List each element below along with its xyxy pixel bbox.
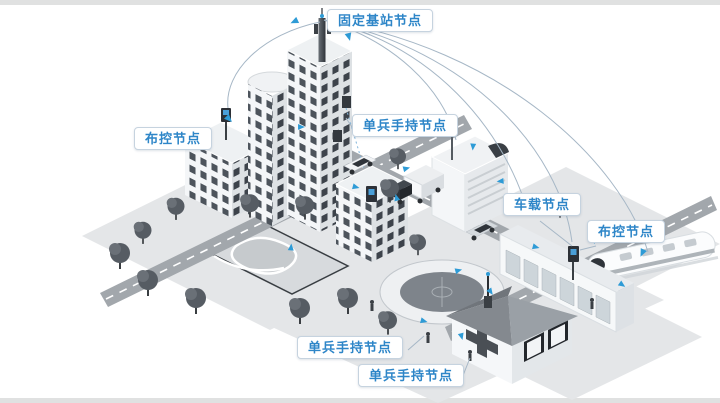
car [343, 154, 377, 175]
label-handheld-node-bottom-left: 单兵手持节点 [297, 336, 404, 359]
label-surveillance-node-right: 布控节点 [587, 220, 666, 243]
skyscraper [285, 8, 372, 232]
hospital [446, 272, 578, 384]
bottom-edge-band [0, 398, 720, 403]
label-vehicle-node: 车载节点 [503, 193, 582, 216]
label-surveillance-node-left: 布控节点 [134, 127, 213, 150]
truck [392, 165, 444, 205]
car [465, 220, 499, 241]
label-fixed-base-station-node: 固定基站节点 [327, 9, 434, 32]
hospital-cross-icon [466, 327, 498, 358]
rooftop-node-device [366, 186, 377, 202]
station-platform-hall [499, 225, 634, 333]
top-edge-band [0, 0, 720, 5]
bullet-train [586, 231, 719, 287]
label-handheld-node-mid: 单兵手持节点 [352, 114, 459, 137]
surveillance-device-right [568, 246, 579, 280]
label-handheld-node-bottom-right: 单兵手持节点 [358, 364, 465, 387]
midrise-building [334, 165, 410, 262]
wall-mounted-devices [333, 96, 372, 193]
hospital-windows [524, 320, 568, 362]
